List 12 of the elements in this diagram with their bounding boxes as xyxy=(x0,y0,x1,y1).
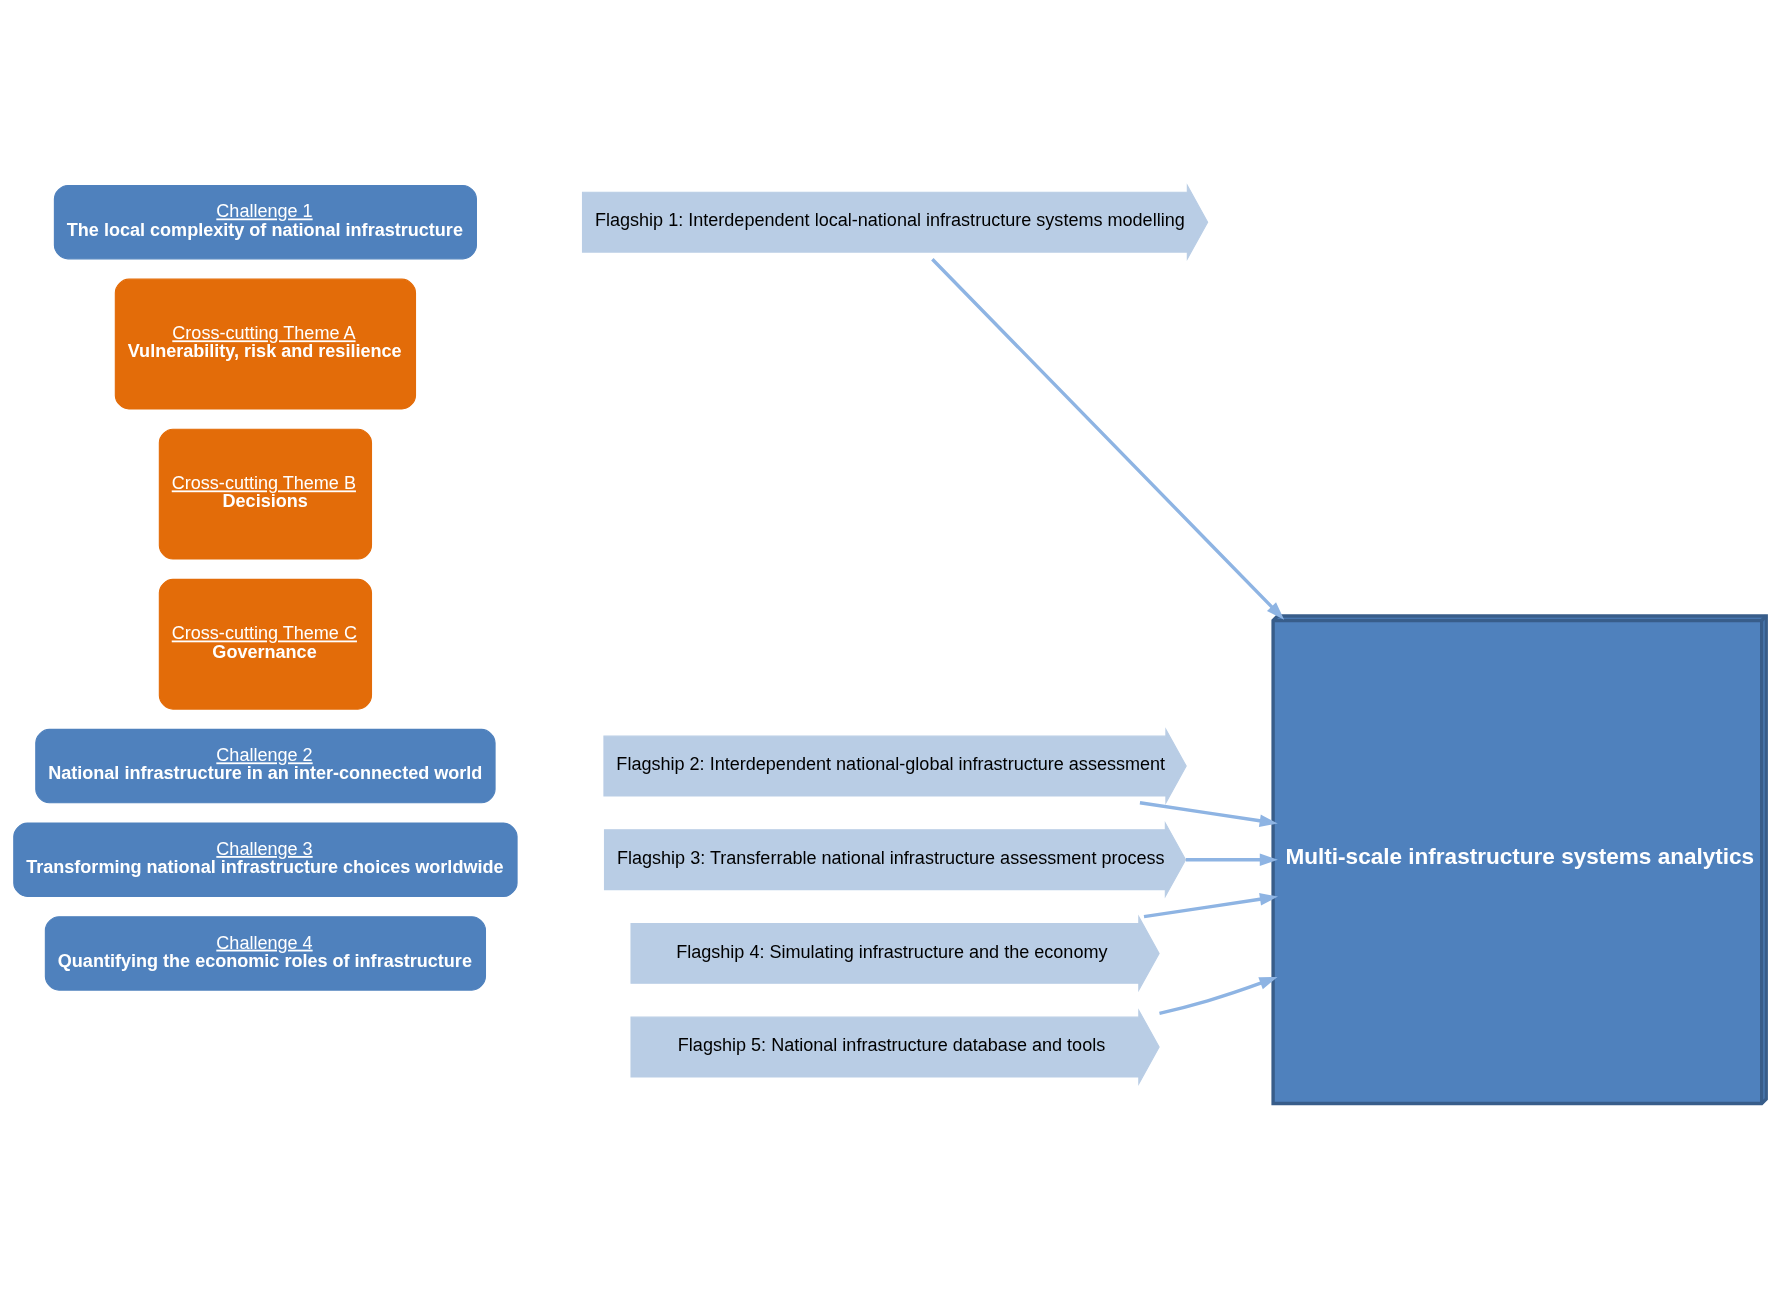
arrow xyxy=(1185,853,1278,867)
arrow xyxy=(930,258,1284,620)
arrow xyxy=(1139,801,1278,828)
node-box: Cross-cutting Theme C Governance xyxy=(158,578,372,710)
arrow xyxy=(1143,892,1278,919)
node-box: Challenge 3 Transforming national infrastructure choices worldwide xyxy=(12,822,518,897)
arrow xyxy=(1158,976,1278,1015)
node-box: Cross-cutting Theme A Vulnerability, risk and resilience xyxy=(114,278,416,410)
node-box: Challenge 4 Quantifying the economic roles of infrastructure xyxy=(44,916,486,991)
node-box: Challenge 1 The local complexity of national infrastructure xyxy=(53,184,477,260)
node-box: Challenge 2 National infrastructure in an inter-connected world xyxy=(34,728,496,804)
node-box: Cross-cutting Theme B Decisions xyxy=(158,428,372,560)
